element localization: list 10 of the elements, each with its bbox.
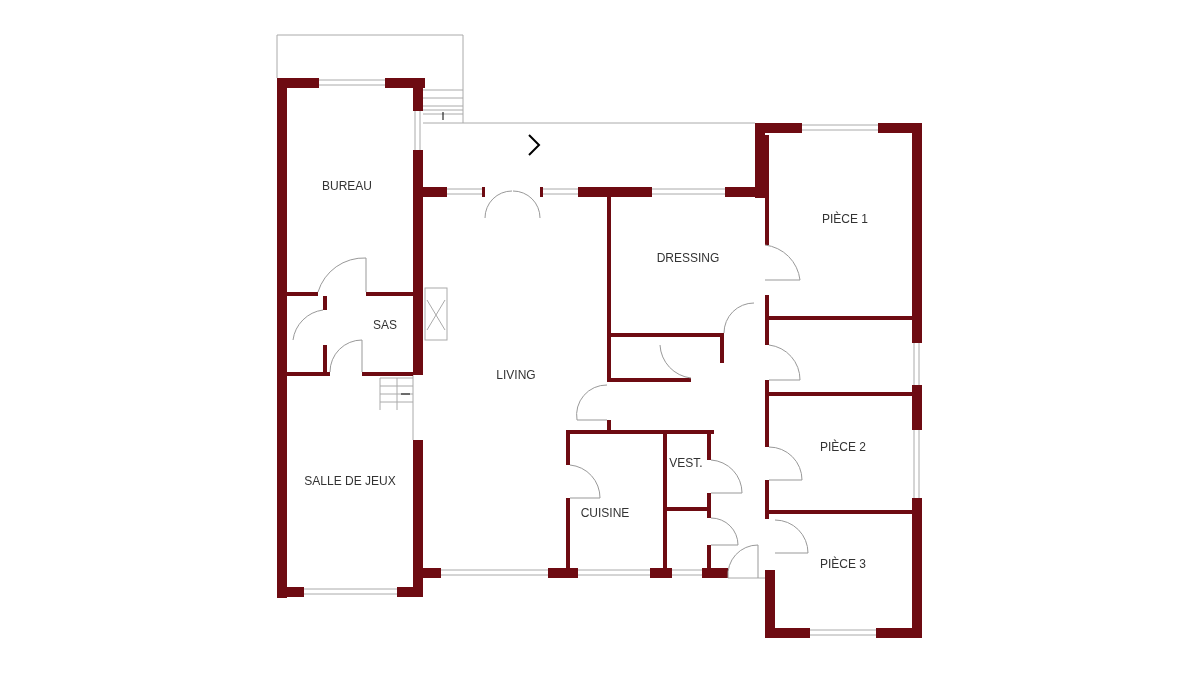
room-name: BUREAU <box>322 179 372 193</box>
room-name: VEST. <box>669 456 703 470</box>
room-name: SAS <box>373 318 397 332</box>
room-name: PIÈCE 1 <box>822 212 868 226</box>
room-name: PIÈCE 2 <box>820 440 866 454</box>
room-name: CUISINE <box>580 506 630 520</box>
room-name: SALLE DE JEUX <box>304 474 396 488</box>
room-name: PIÈCE 3 <box>820 557 866 571</box>
room-name: LIVING <box>496 368 536 382</box>
room-name: DRESSING <box>656 251 720 265</box>
